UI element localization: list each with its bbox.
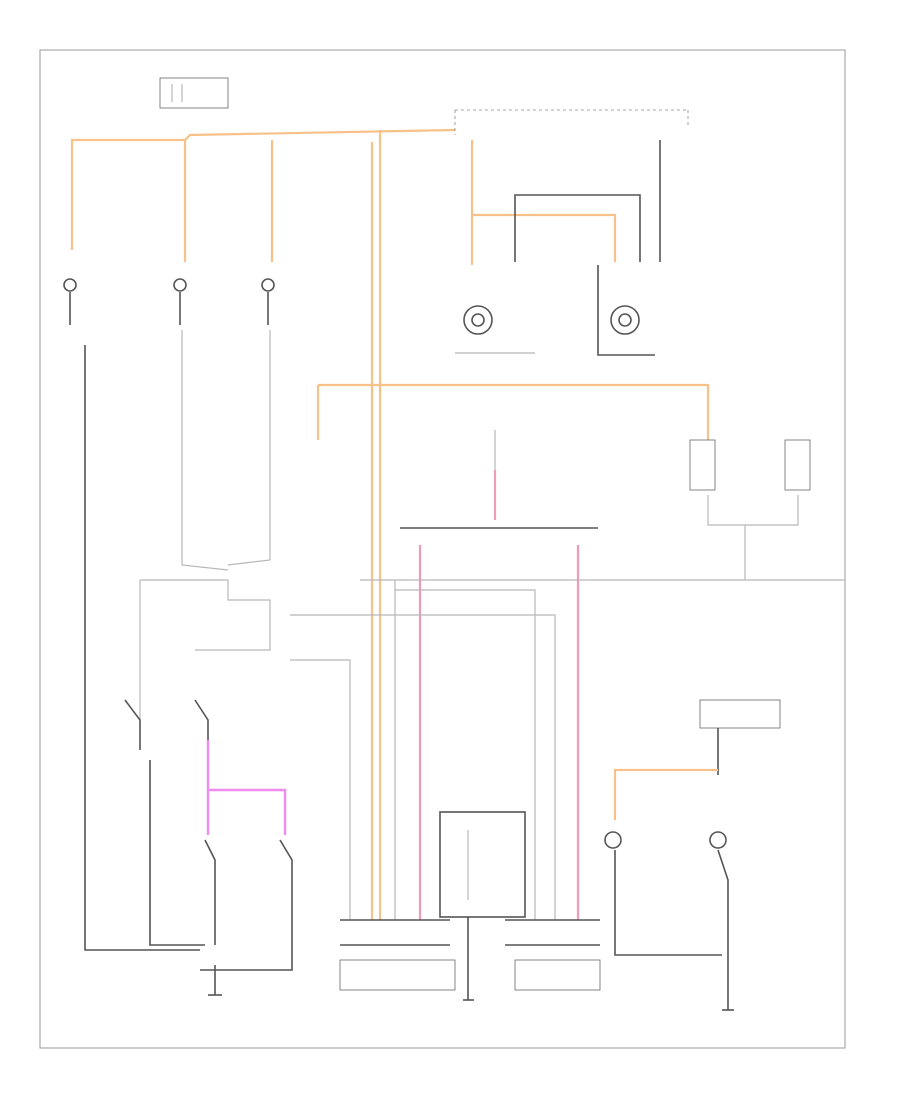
hot-at-all-times-fuse (159, 77, 229, 109)
diagram-frame (39, 49, 846, 1049)
ground-symbols (208, 994, 734, 1011)
left-lamp-group (63, 278, 275, 951)
relay-module (439, 811, 526, 1000)
lower-left-switches (124, 699, 293, 995)
rear-lamps (604, 699, 781, 1010)
courtesy-lamp-sockets (455, 265, 655, 356)
center-fuse-feed (400, 430, 598, 920)
instrument-cluster-module (454, 109, 689, 262)
gray-signal-wires (139, 579, 556, 920)
right-door-switches (360, 439, 845, 581)
orange-power-bus (70, 128, 710, 920)
bottom-connectors (339, 919, 601, 991)
